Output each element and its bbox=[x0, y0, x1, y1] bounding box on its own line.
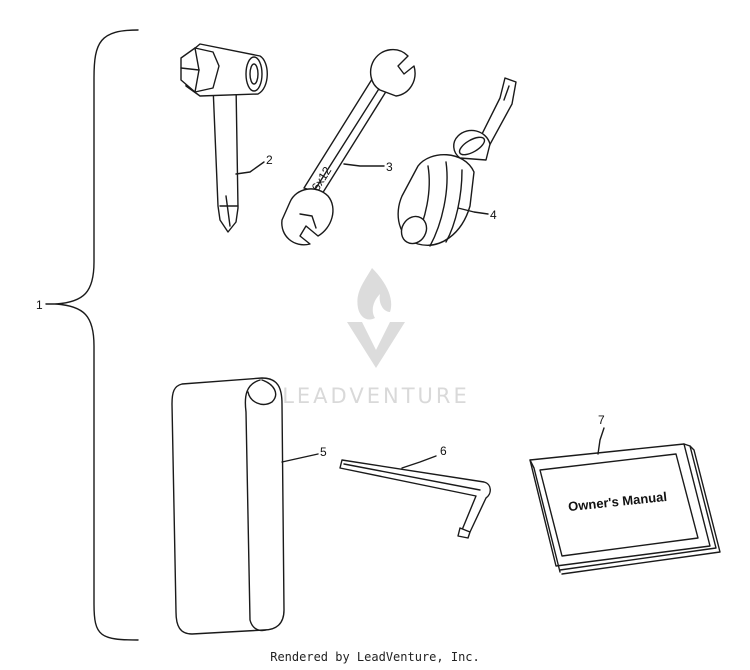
callout-3-group: 3 bbox=[343, 160, 393, 174]
callout-6-group: 6 bbox=[401, 444, 447, 469]
callout-5: 5 bbox=[320, 445, 327, 459]
group-bracket: 1 bbox=[36, 29, 139, 641]
callout-7-group: 7 bbox=[597, 413, 605, 455]
screwdriver-icon bbox=[397, 77, 517, 247]
book-icon: Owner's Manual bbox=[529, 443, 721, 575]
watermark: LEADVENTURE bbox=[282, 268, 470, 408]
callout-6: 6 bbox=[440, 444, 447, 458]
callout-1: 1 bbox=[36, 298, 43, 312]
wrench-icon: 6x12 bbox=[281, 49, 416, 246]
footer-credit: Rendered by LeadVenture, Inc. bbox=[270, 650, 480, 664]
callout-4: 4 bbox=[490, 208, 497, 222]
callout-2: 2 bbox=[266, 153, 273, 167]
callout-5-group: 5 bbox=[281, 445, 327, 463]
callout-3: 3 bbox=[386, 160, 393, 174]
curly-brace-icon bbox=[55, 29, 139, 641]
flame-logo-icon bbox=[347, 268, 405, 368]
allen-key-icon bbox=[339, 459, 491, 539]
socket-wrench-icon bbox=[180, 43, 268, 233]
watermark-text: LEADVENTURE bbox=[282, 384, 470, 408]
callout-4-group: 4 bbox=[457, 207, 497, 222]
callout-7: 7 bbox=[598, 413, 605, 427]
callout-2-group: 2 bbox=[235, 153, 273, 175]
pouch-icon bbox=[171, 377, 285, 635]
